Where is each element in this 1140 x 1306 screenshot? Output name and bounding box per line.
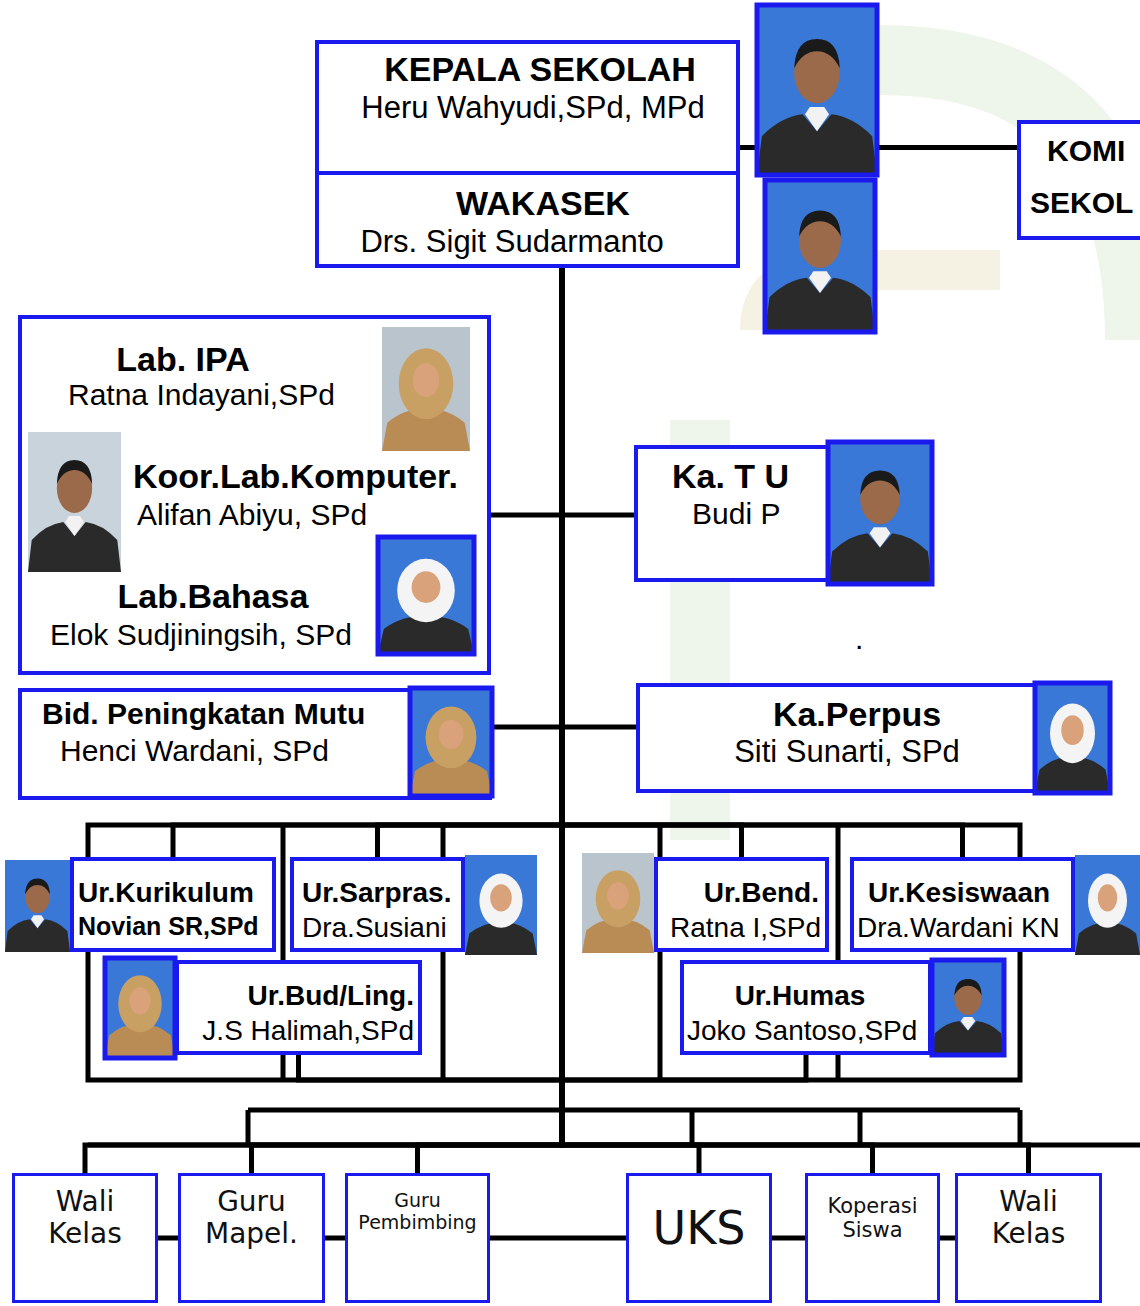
photo-frame (765, 180, 875, 332)
role-title: Bid. Peningkatan Mutu (42, 697, 365, 732)
staff-box: Koperasi Siswa (805, 1173, 940, 1303)
role-title: Ur.Humas (735, 980, 866, 1012)
lab-group-box: Lab. IPARatna Indayani,SPdKoor.Lab.Kompu… (18, 315, 491, 675)
person-name: Siti Sunarti, SPd (734, 734, 960, 770)
org-connector (562, 268, 636, 727)
org-connector (740, 145, 1017, 150)
unit-box: Ur.Bend.Ratna I,SPd (654, 857, 829, 952)
org-connector (492, 268, 562, 727)
person-name: Budi P (692, 497, 780, 532)
role-title: Ur.Kurikulum (78, 877, 254, 909)
person-name: SEKOL (1030, 186, 1133, 221)
staff-box: Wali Kelas (12, 1173, 158, 1303)
unit-box: Ur.Sarpras.Dra.Susiani (290, 857, 465, 952)
person-name: Heru Wahyudi,SPd, MPd (361, 90, 704, 126)
unit-name: Guru Mapel. (187, 1186, 316, 1250)
role-title: KEPALA SEKOLAH (384, 50, 696, 89)
photo-frame (932, 960, 1004, 1055)
frame-line (690, 1110, 695, 1145)
deputy-box: WAKASEKDrs. Sigit Sudarmanto (315, 171, 740, 268)
org-connector (940, 1236, 955, 1241)
staff-box: Guru Mapel. (178, 1173, 325, 1303)
stray-mark: . (855, 622, 863, 657)
org-connector (491, 268, 562, 515)
quality-box: Bid. Peningkatan MutuHenci Wardani, SPd (18, 688, 492, 800)
logo-shape (760, 270, 1000, 330)
org-connector (158, 1236, 178, 1241)
person-photo (1075, 855, 1140, 955)
unit-name: UKS (635, 1202, 763, 1255)
org-connector (562, 268, 806, 1080)
org-connector (772, 1236, 805, 1241)
person-photo (5, 860, 70, 952)
person-photo (465, 855, 537, 955)
org-connector (490, 1236, 626, 1241)
unit-box: Ur.KesiswaanDra.Wardani KN (850, 857, 1075, 952)
org-connector (562, 268, 963, 857)
person-name: J.S Halimah,SPd (202, 1015, 414, 1047)
person-name: Novian SR,SPd (78, 912, 259, 941)
unit-name: Koperasi Siswa (814, 1194, 931, 1242)
frame-line (248, 1108, 1020, 1113)
unit-box: Ur.KurikulumNovian SR,SPd (70, 857, 276, 952)
person-name: Drs. Sigit Sudarmanto (360, 224, 663, 260)
person-photo (765, 180, 875, 332)
staff-box: Wali Kelas (955, 1173, 1102, 1303)
photo-frame (757, 5, 877, 175)
person-photo (105, 958, 175, 1058)
staff-box: UKS (626, 1173, 772, 1303)
person-name: Elok Sudjiningsih, SPd (50, 618, 352, 653)
library-box: Ka.PerpusSiti Sunarti, SPd (636, 683, 1110, 793)
frame-line (1018, 1110, 1023, 1145)
person-photo (932, 960, 1004, 1055)
admin-box: Ka. T UBudi P (634, 445, 932, 582)
role-title: Ur.Bend. (704, 877, 819, 909)
head-box: KEPALA SEKOLAHHeru Wahyudi,SPd, MPd (315, 40, 740, 175)
staff-box: Guru Pembimbing (345, 1173, 490, 1303)
person-name: Joko Santoso,SPd (687, 1015, 917, 1047)
frame-line (246, 1110, 251, 1145)
role-title: Ur.Kesiswaan (868, 877, 1050, 909)
committee-box: KOMI SEKOL (1017, 120, 1140, 240)
role-title: Ka. T U (672, 457, 789, 496)
unit-name: Guru Pembimbing (354, 1190, 481, 1234)
unit-name: Wali Kelas (21, 1186, 149, 1250)
logo-shape (880, 60, 1140, 340)
person-name: Ratna I,SPd (670, 912, 821, 944)
org-connector (562, 268, 634, 515)
org-connector (325, 1236, 345, 1241)
person-photo (757, 5, 877, 175)
person-name: Alifan Abiyu, SPd (137, 498, 367, 533)
role-title: Koor.Lab.Komputer. (133, 457, 458, 496)
person-name: Ratna Indayani,SPd (68, 378, 335, 413)
role-title: Ka.Perpus (773, 695, 941, 734)
frame-line (858, 1110, 863, 1145)
unit-name: Wali Kelas (964, 1186, 1093, 1250)
role-title: Lab.Bahasa (118, 577, 309, 616)
unit-box: Ur.Bud/Ling.J.S Halimah,SPd (175, 960, 422, 1055)
person-photo (582, 853, 654, 953)
role-title: Lab. IPA (116, 340, 250, 379)
person-name: Dra.Susiani (302, 912, 447, 944)
person-name: Henci Wardani, SPd (60, 734, 329, 769)
role-title: Ur.Bud/Ling. (248, 980, 414, 1012)
role-title: KOMI (1047, 134, 1125, 169)
unit-box: Ur.HumasJoko Santoso,SPd (680, 960, 932, 1055)
role-title: Ur.Sarpras. (302, 877, 451, 909)
photo-frame (105, 958, 175, 1058)
role-title: WAKASEK (456, 184, 630, 223)
person-name: Dra.Wardani KN (857, 912, 1060, 944)
